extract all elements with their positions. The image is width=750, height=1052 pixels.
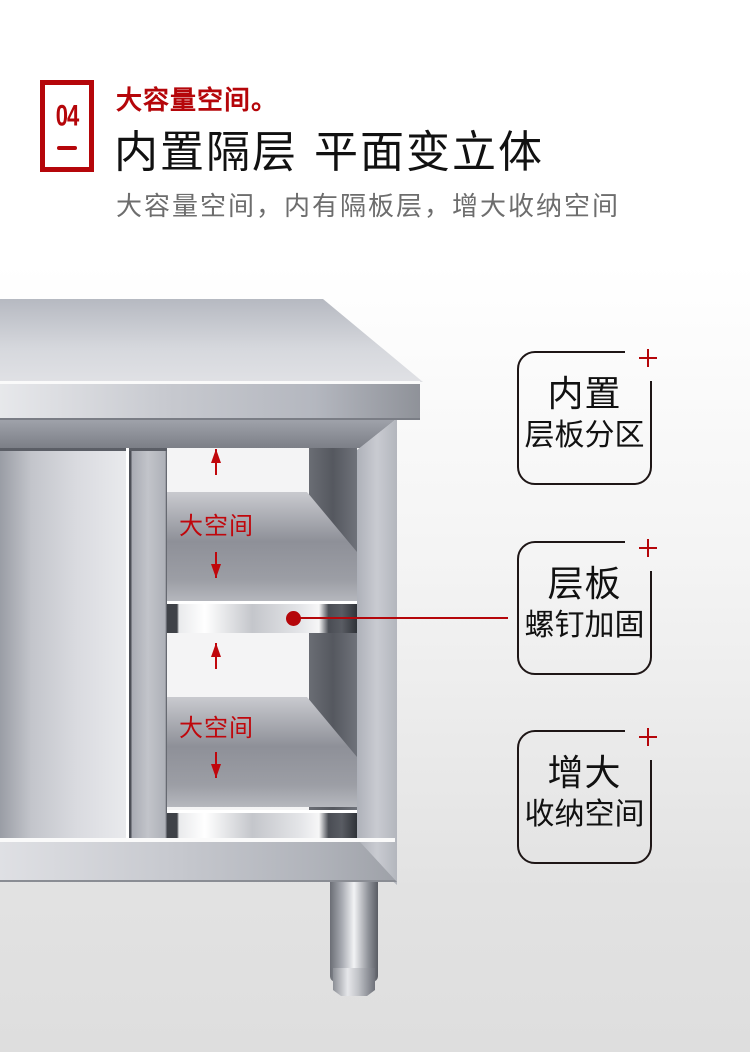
callout-leader-line bbox=[300, 617, 508, 619]
arrow-up-icon bbox=[211, 449, 221, 475]
plus-icon bbox=[639, 349, 657, 367]
feature-subtitle: 螺钉加固 bbox=[524, 608, 645, 643]
feature-card-frame bbox=[517, 541, 652, 675]
page-title: 内置隔层 平面变立体 bbox=[114, 127, 544, 178]
adjustable-foot bbox=[333, 968, 375, 996]
feature-subtitle: 层板分区 bbox=[524, 418, 645, 453]
countertop-highlight bbox=[0, 381, 420, 384]
cabinet-center-post bbox=[129, 448, 167, 838]
space-label-upper: 大空间 bbox=[179, 512, 254, 540]
badge-dash-decoration bbox=[57, 146, 77, 150]
section-kicker: 大容量空间。 bbox=[116, 86, 279, 116]
cabinet-side-panel bbox=[357, 420, 397, 885]
section-number-badge: 04 bbox=[40, 80, 94, 172]
cabinet-countertop bbox=[0, 299, 423, 382]
door-gap bbox=[126, 448, 129, 838]
feature-title: 增大 bbox=[547, 753, 622, 794]
bottom-shelf-lip bbox=[167, 810, 357, 838]
cabinet-base bbox=[0, 842, 397, 882]
feature-card-frame bbox=[517, 730, 652, 864]
space-label-lower: 大空间 bbox=[179, 714, 254, 742]
plus-icon bbox=[639, 728, 657, 746]
feature-subtitle: 收纳空间 bbox=[524, 797, 645, 832]
plus-icon bbox=[639, 539, 657, 557]
countertop-front-edge bbox=[0, 384, 420, 420]
bottom-rail-highlight bbox=[0, 838, 395, 842]
feature-title: 层板 bbox=[547, 564, 622, 605]
arrow-down-icon bbox=[211, 752, 221, 778]
page-subtitle: 大容量空间，内有隔板层，增大收纳空间 bbox=[116, 192, 621, 222]
arrow-down-icon bbox=[211, 552, 221, 578]
feature-title: 内置 bbox=[547, 374, 622, 415]
cabinet-leg bbox=[330, 882, 378, 982]
sliding-door bbox=[0, 448, 126, 838]
feature-card-frame bbox=[517, 351, 652, 485]
callout-dot bbox=[286, 611, 301, 626]
countertop-underside bbox=[0, 420, 395, 448]
arrow-up-icon bbox=[211, 643, 221, 669]
section-number: 04 bbox=[55, 98, 79, 133]
